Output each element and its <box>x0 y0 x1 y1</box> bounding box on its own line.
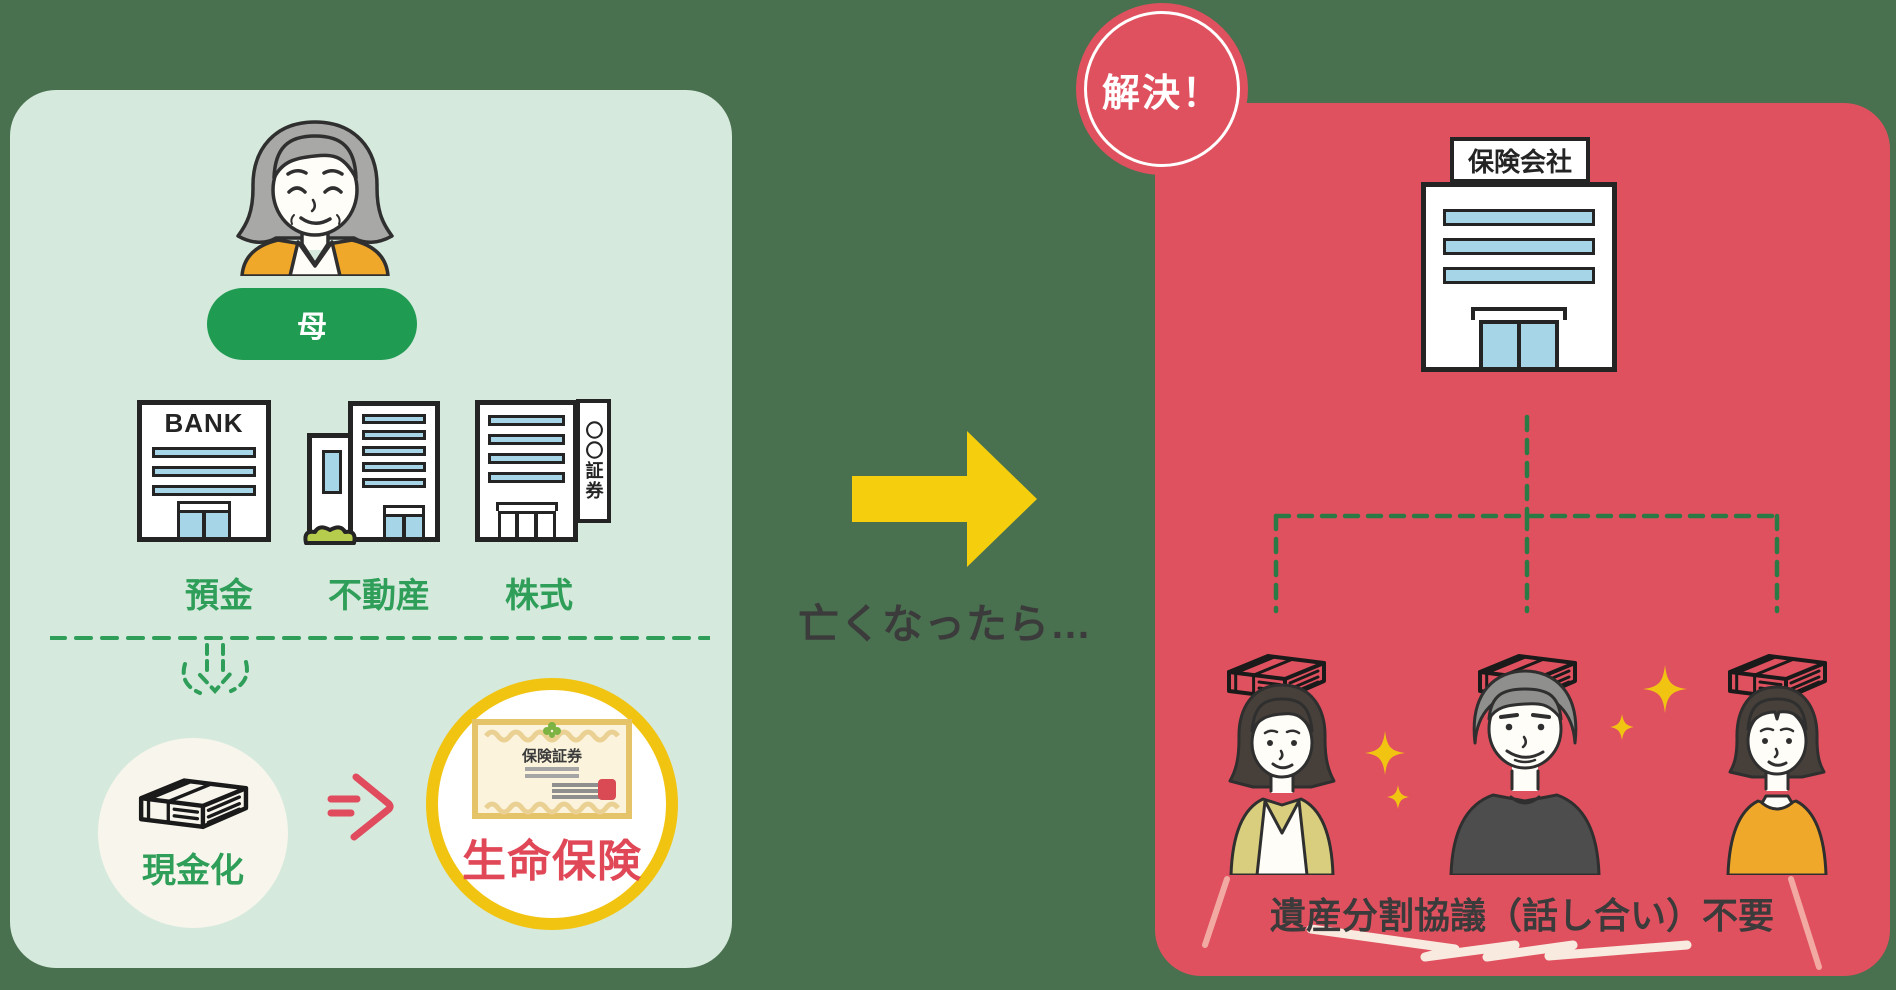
heir-person-avatar <box>1726 685 1828 875</box>
dashed-flow-lines <box>50 636 710 695</box>
swoosh-underline <box>1306 924 1692 962</box>
money-stack-icon <box>1227 654 1326 700</box>
insurance-certificate-icon: 保険証券 <box>472 719 632 819</box>
office-building-icon <box>303 401 440 545</box>
door-icon <box>495 502 558 537</box>
certificate-title: 保険証券 <box>521 747 583 765</box>
red-arrow-icon <box>327 773 394 841</box>
cash-label: 現金化 <box>142 851 244 890</box>
securities-building-icon: 〇〇証券 <box>475 399 611 542</box>
main-tower <box>348 401 440 542</box>
door-icon <box>1471 307 1567 367</box>
asset-label-stock: 株式 <box>505 577 573 615</box>
company-sign: 保険会社 <box>1450 137 1590 183</box>
insurance-label: 生命保険 <box>462 837 642 886</box>
red-seal-icon <box>598 779 616 800</box>
after-panel: 保険会社 <box>1155 103 1890 976</box>
before-panel: 母 BANK <box>10 90 732 968</box>
no-division-note: 遺産分割協議（話し合い）不要 <box>1269 895 1774 936</box>
sparkle-icon <box>1365 731 1409 809</box>
bank-building-icon: BANK <box>137 400 271 542</box>
asset-label-realestate: 不動産 <box>328 577 430 615</box>
window-stripe <box>152 485 256 496</box>
bush-icon <box>303 525 357 545</box>
door-icon <box>177 501 231 537</box>
window-stripe <box>152 447 256 458</box>
sparkle-icon <box>1610 665 1687 740</box>
company-building-icon <box>1421 182 1617 372</box>
asset-label-deposit: 預金 <box>185 577 253 615</box>
mother-label-pill: 母 <box>207 288 417 360</box>
door-icon <box>382 505 425 537</box>
dashed-flow-lines <box>1273 414 1780 614</box>
heir-man-avatar <box>1449 669 1601 875</box>
life-insurance-circle: 保険証券 生命保険 <box>426 678 678 930</box>
window-stripe <box>322 450 342 494</box>
securities-sign: 〇〇証券 <box>576 399 611 523</box>
emphasis-tick <box>1202 876 1230 948</box>
elderly-mother-avatar <box>236 120 394 276</box>
transition-caption: 亡くなったら… <box>798 601 1092 647</box>
heir-woman-avatar <box>1228 683 1336 875</box>
bank-sign: BANK <box>164 408 244 438</box>
money-stack-icon <box>138 777 249 829</box>
window-stripe <box>152 466 256 477</box>
emphasis-tick <box>1788 876 1822 970</box>
solved-badge: 解決！ <box>1076 3 1248 175</box>
mother-label: 母 <box>297 311 327 344</box>
cash-circle: 現金化 <box>98 738 288 928</box>
solved-badge-label: 解決！ <box>1101 72 1222 115</box>
big-yellow-arrow-icon <box>852 431 1037 567</box>
clover-icon <box>543 722 561 738</box>
